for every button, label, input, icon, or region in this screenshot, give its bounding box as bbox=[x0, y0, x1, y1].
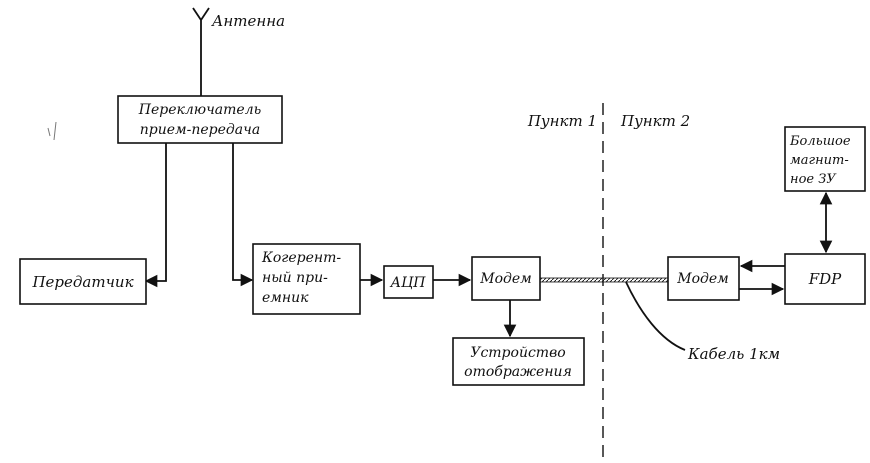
display-label-line2: отображения bbox=[464, 364, 572, 380]
fdp-block: FDP bbox=[784, 253, 866, 305]
adc-block: АЦП bbox=[383, 265, 434, 299]
storage-label-line3: ное ЗУ bbox=[790, 172, 837, 187]
antenna-label: Антенна bbox=[211, 12, 285, 30]
fdp-label: FDP bbox=[808, 270, 842, 288]
receiver-label-line1: Когерент- bbox=[261, 250, 341, 266]
display-label-line1: Устройство bbox=[470, 345, 565, 361]
stray-mark bbox=[47, 121, 57, 141]
modem1-label: Модем bbox=[479, 271, 532, 287]
site1-label: Пункт 1 bbox=[527, 112, 597, 130]
cable: Кабель 1км bbox=[539, 277, 780, 363]
adc-label: АЦП bbox=[389, 275, 426, 291]
switch-to-transmitter-line bbox=[144, 143, 167, 288]
antenna-icon bbox=[192, 7, 210, 96]
transmitter-block: Передатчик bbox=[19, 258, 147, 305]
receiver-block: Когерент- ный при- емник bbox=[252, 243, 361, 315]
cable-label: Кабель 1км bbox=[687, 345, 780, 363]
display-block: Устройство отображения bbox=[452, 337, 585, 386]
modem2-block: Модем bbox=[667, 256, 740, 301]
switch-label-line2: прием-передача bbox=[140, 122, 260, 138]
antenna: Антенна bbox=[192, 7, 285, 96]
transmitter-label: Передатчик bbox=[31, 273, 133, 291]
modem1-block: Модем bbox=[471, 256, 541, 301]
receiver-label-line2: ный при- bbox=[262, 270, 328, 286]
site2-label: Пункт 2 bbox=[620, 112, 690, 130]
switch-block: Переключатель прием-передача bbox=[117, 95, 283, 144]
storage-label-line1: Большое bbox=[789, 134, 851, 149]
switch-to-receiver-line bbox=[232, 143, 254, 287]
switch-label-line1: Переключатель bbox=[138, 102, 262, 118]
storage-label-line2: магнит- bbox=[790, 153, 849, 168]
storage-block: Большое магнит- ное ЗУ bbox=[784, 126, 866, 192]
receiver-label-line3: емник bbox=[262, 290, 309, 306]
modem2-label: Модем bbox=[676, 271, 729, 287]
